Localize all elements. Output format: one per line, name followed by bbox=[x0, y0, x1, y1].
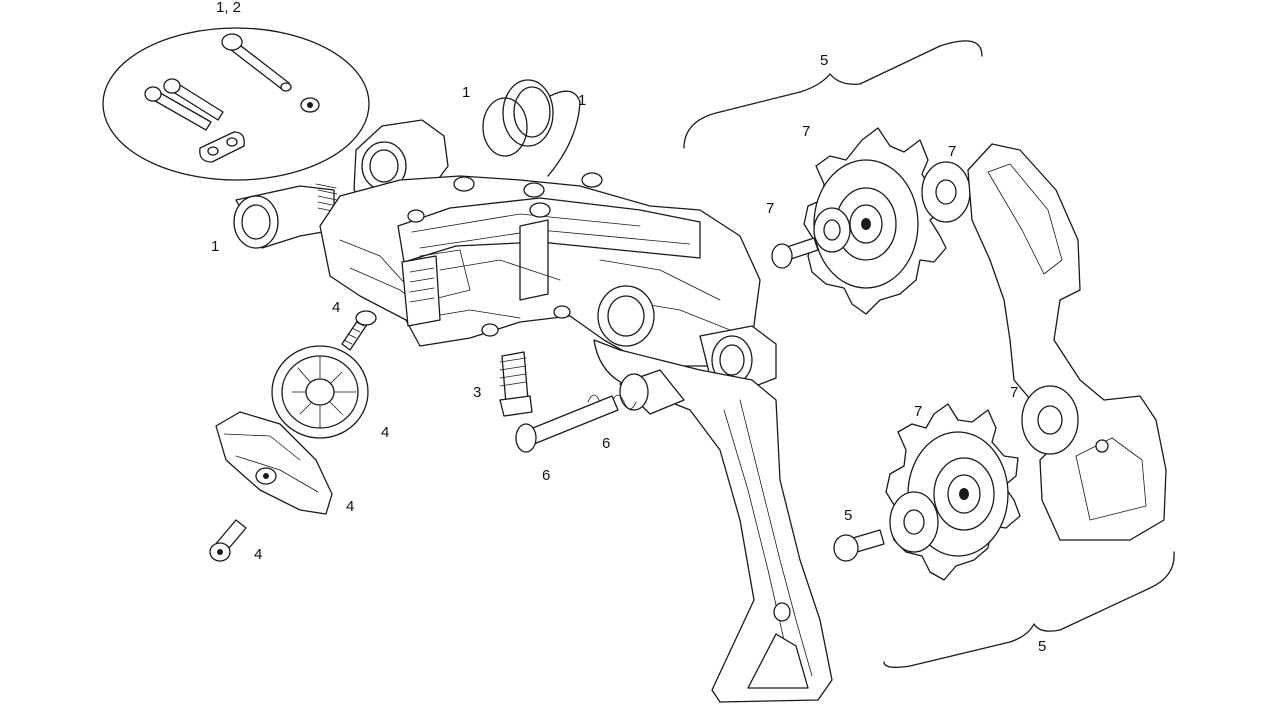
callout-4-bolt: 4 bbox=[332, 299, 340, 316]
lower-jockey-wheel bbox=[885, 385, 1079, 581]
callout-5-bottom: 5 bbox=[1038, 638, 1046, 655]
callout-labels: 1, 2 1 1 1 4 4 4 4 3 6 6 5 5 5 7 7 7 7 7 bbox=[211, 0, 1046, 655]
callout-6-spring: 6 bbox=[602, 435, 610, 452]
callout-1-top-a: 1 bbox=[462, 84, 470, 101]
small-clip bbox=[300, 97, 320, 113]
callout-4-cover: 4 bbox=[346, 498, 354, 515]
callout-7-e: 7 bbox=[914, 403, 922, 420]
callout-1-2: 1, 2 bbox=[216, 0, 241, 16]
detail-bubble-pins bbox=[102, 27, 370, 181]
callout-6-pin: 6 bbox=[542, 467, 550, 484]
cover-cap bbox=[215, 411, 333, 515]
link-plate bbox=[199, 131, 245, 163]
pulley-cage-plate bbox=[967, 143, 1167, 541]
callout-7-a: 7 bbox=[802, 123, 810, 140]
bushing-part bbox=[233, 183, 338, 249]
derailleur-main-body bbox=[319, 119, 777, 393]
o-rings bbox=[482, 79, 581, 177]
brace-top bbox=[683, 40, 983, 149]
callout-1-top-b: 1 bbox=[578, 92, 586, 109]
callout-5-top: 5 bbox=[820, 52, 828, 69]
cover-screw bbox=[209, 519, 247, 562]
upper-wheel-bolt bbox=[771, 237, 819, 269]
bolt-top bbox=[341, 310, 377, 351]
set-screw bbox=[499, 351, 533, 417]
callout-3: 3 bbox=[473, 384, 481, 401]
callout-1-left: 1 bbox=[211, 238, 219, 255]
callout-5-bolt: 5 bbox=[844, 507, 852, 524]
callout-7-d: 7 bbox=[1010, 384, 1018, 401]
short-pin-b bbox=[163, 78, 224, 121]
pivot-pin-and-spring bbox=[515, 369, 685, 453]
upper-jockey-wheel bbox=[803, 127, 971, 315]
lower-wheel-bolt bbox=[833, 529, 885, 562]
callout-4-screw: 4 bbox=[254, 546, 262, 563]
callout-7-c: 7 bbox=[766, 200, 774, 217]
derailleur-lower-arm bbox=[593, 339, 833, 703]
brace-bottom bbox=[883, 551, 1175, 668]
cable-pulley-disc bbox=[271, 345, 369, 439]
callout-7-b: 7 bbox=[948, 143, 956, 160]
long-pin bbox=[221, 33, 292, 92]
short-pin-a bbox=[144, 86, 212, 131]
callout-4-disc: 4 bbox=[381, 424, 389, 441]
